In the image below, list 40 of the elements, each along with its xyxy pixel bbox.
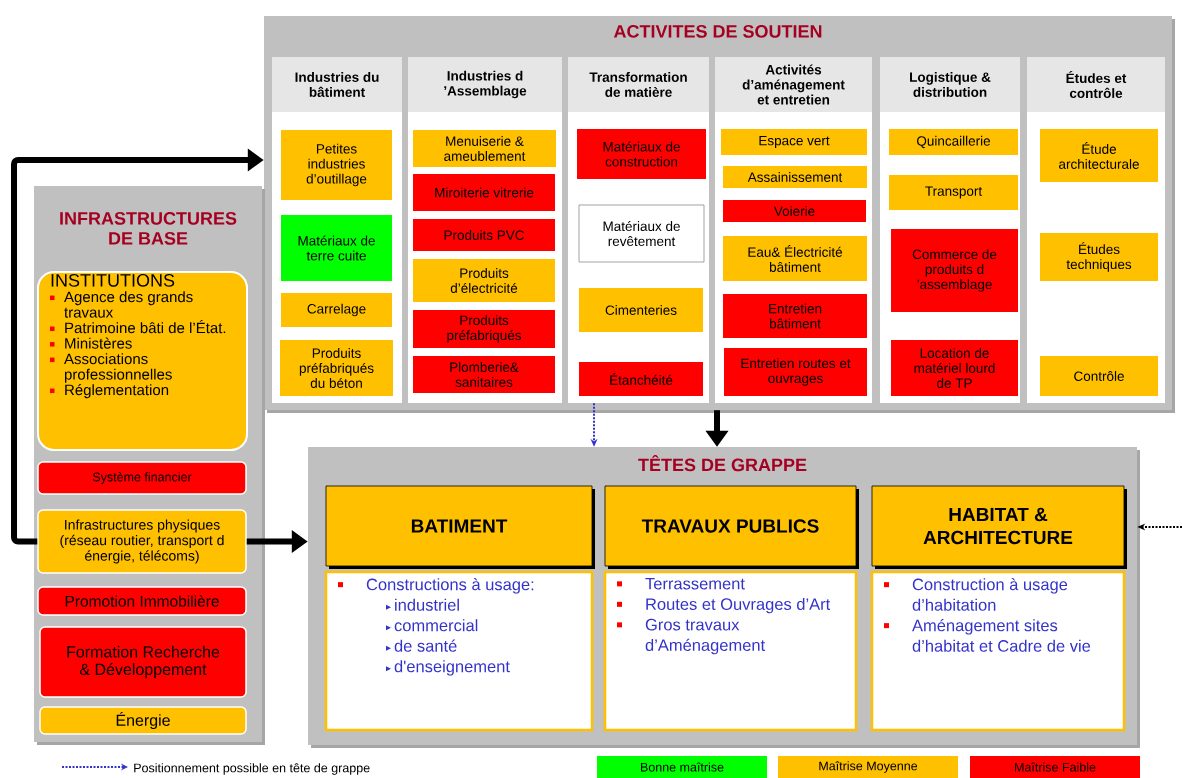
activity-box: Petites industries d’outillage xyxy=(281,130,392,200)
activity-box: Quincaillerie xyxy=(889,129,1018,155)
activity-box: Carrelage xyxy=(281,293,392,327)
cluster-header-box: HABITAT & ARCHITECTURE xyxy=(871,485,1127,569)
activity-box: Transport xyxy=(889,175,1018,210)
activity-box: Énergie xyxy=(39,706,247,735)
bullet-list-box: Construction à usage d’habitation Aménagement sites d’habitat et Cadre de vie xyxy=(870,570,1126,732)
activity-box: Menuiserie & ameublement xyxy=(413,130,556,167)
activity-box: Infrastructures physiques (réseau routier, transport d énergie, télécoms) xyxy=(37,509,247,574)
activity-box: Promotion Immobilière xyxy=(37,586,247,616)
activity-box: Entretien bâtiment xyxy=(723,294,867,338)
activity-box: Matériaux de revêtement xyxy=(578,204,705,263)
activity-box: Études techniques xyxy=(1040,233,1158,281)
activity-box: Eau& Électricité bâtiment xyxy=(723,236,867,281)
activity-box: Voierie xyxy=(723,200,866,222)
activity-box: Système financier xyxy=(37,461,247,495)
activity-box: Commerce de produits d ’assemblage xyxy=(891,229,1018,312)
activity-box: Produits PVC xyxy=(413,219,555,251)
activity-box: Étanchéité xyxy=(579,362,703,396)
bullet-list-box: Constructions à usage: industriel commercial de santé d'enseignement xyxy=(324,570,594,732)
activity-box: Matériaux de construction xyxy=(577,129,706,179)
activity-box: Cimenteries xyxy=(579,288,703,332)
activity-box: Matériaux de terre cuite xyxy=(281,215,392,281)
activity-box: Contrôle xyxy=(1040,356,1158,396)
legend-text: Positionnement possible en tête de grappe xyxy=(134,763,370,775)
activity-box: Location de matériel lourd de TP xyxy=(891,340,1018,396)
cluster-header-box: TRAVAUX PUBLICS xyxy=(604,485,859,569)
activity-box: Espace vert xyxy=(721,129,867,155)
activity-box: Produits préfabriqués xyxy=(413,310,555,348)
institutions-box: INSTITUTIONS Agence des grands travaux Patrimoine bâti de l’État. Ministères Associations professionnelles Réglementation xyxy=(37,271,248,451)
cluster-header-box: BATIMENT xyxy=(325,485,595,569)
activity-box: Miroiterie vitrerie xyxy=(413,174,555,211)
activity-box: Produits préfabriqués du béton xyxy=(280,340,393,396)
bullet-list-box: Terrassement Routes et Ouvrages d’Art Gros travaux d’Aménagement xyxy=(603,570,858,732)
activity-box: Produits d’électricité xyxy=(413,259,555,302)
activity-box: Plomberie& sanitaires xyxy=(413,356,555,393)
activity-box: Formation Recherche & Développement xyxy=(39,626,247,698)
activity-box: Assainissement xyxy=(723,166,867,188)
activity-box: Étude architecturale xyxy=(1040,129,1158,182)
activity-box: Entretien routes et ouvrages xyxy=(724,348,867,396)
